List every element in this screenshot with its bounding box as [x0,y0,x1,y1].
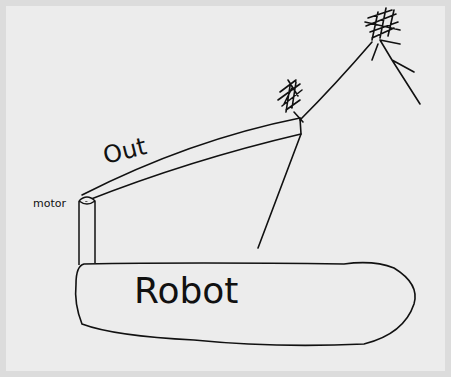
blob-outline [74,244,420,348]
robot-body: Robot [74,244,420,348]
scribbled-figure [278,80,303,122]
motor-cylinder: motor [77,193,97,265]
node-label: motor [33,197,66,210]
node-label: Robot [134,270,238,311]
stick-figure-body [372,40,420,104]
arm-top-edge [82,118,300,195]
arm-support [258,118,301,248]
sheet-background [6,6,445,371]
scribbled-head [365,8,400,40]
cylinder-outline [77,193,97,265]
cylinder-path [79,197,95,265]
blob-path [76,263,416,346]
arm-extension [300,42,372,120]
